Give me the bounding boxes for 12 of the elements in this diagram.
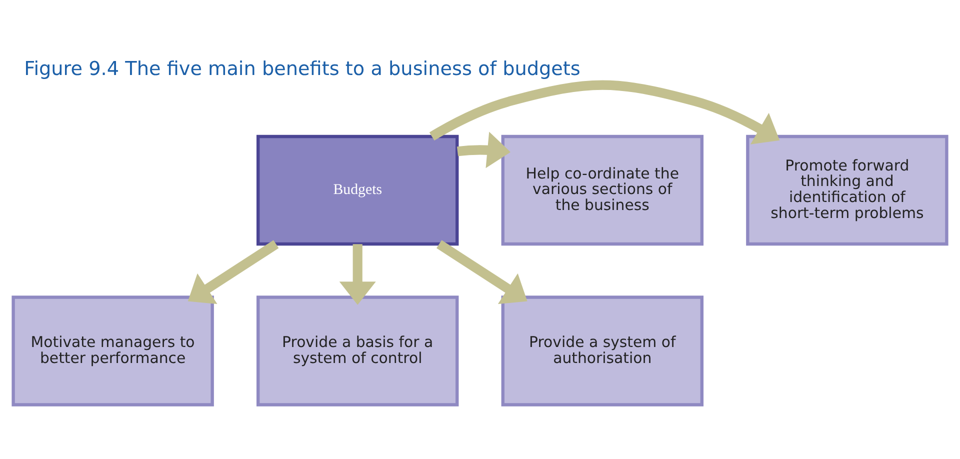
node-box: Motivate managers to better performance (12, 295, 214, 406)
arrow (339, 244, 376, 304)
arrow (436, 240, 528, 304)
node-box: Provide a system of authorisation (501, 295, 704, 406)
node-box: Help co-ordinate the various sections of the business (501, 134, 704, 246)
arrow (456, 131, 510, 168)
node-box: Budgets (256, 134, 459, 246)
node-box: Promote forward thinking and identification of short-term problems (746, 134, 948, 246)
node-box: Provide a basis for a system of control (256, 295, 459, 406)
arrow (429, 80, 780, 144)
diagram-title: Figure 9.4 The five main benefits to a business of budgets (24, 56, 580, 80)
arrow (188, 240, 279, 304)
